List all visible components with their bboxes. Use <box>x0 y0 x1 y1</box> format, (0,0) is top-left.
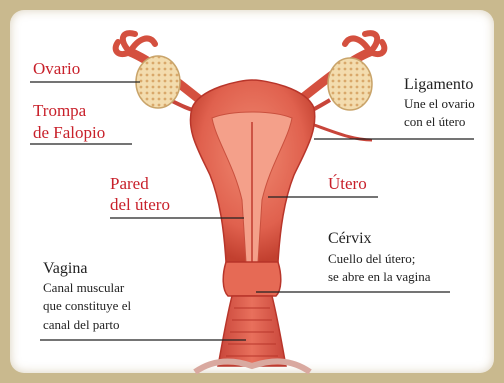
label-pared-line1: Pared <box>110 174 149 193</box>
cervix <box>223 262 281 296</box>
label-vagina-title: Vagina <box>43 260 87 277</box>
label-cervix-desc1: Cuello del útero; <box>328 251 415 266</box>
label-vagina-desc3: canal del parto <box>43 317 120 332</box>
label-ligamento-desc2: con el útero <box>404 114 465 129</box>
label-cervix-desc2: se abre en la vagina <box>328 269 431 284</box>
label-pared-line2: del útero <box>110 195 170 214</box>
ovary-left <box>136 56 180 108</box>
label-cervix-title: Cérvix <box>328 230 372 247</box>
label-vagina-desc2: que constituye el <box>43 298 131 313</box>
ovary-right <box>328 58 372 110</box>
label-ovario: Ovario <box>33 59 80 78</box>
label-utero: Útero <box>328 174 367 193</box>
label-trompa-line2: de Falopio <box>33 123 105 142</box>
label-ligamento-title: Ligamento <box>404 76 473 93</box>
label-vagina-desc1: Canal muscular <box>43 280 125 295</box>
label-ligamento-desc1: Une el ovario <box>404 96 475 111</box>
label-trompa-line1: Trompa <box>33 101 87 120</box>
vulva-base <box>195 361 310 372</box>
